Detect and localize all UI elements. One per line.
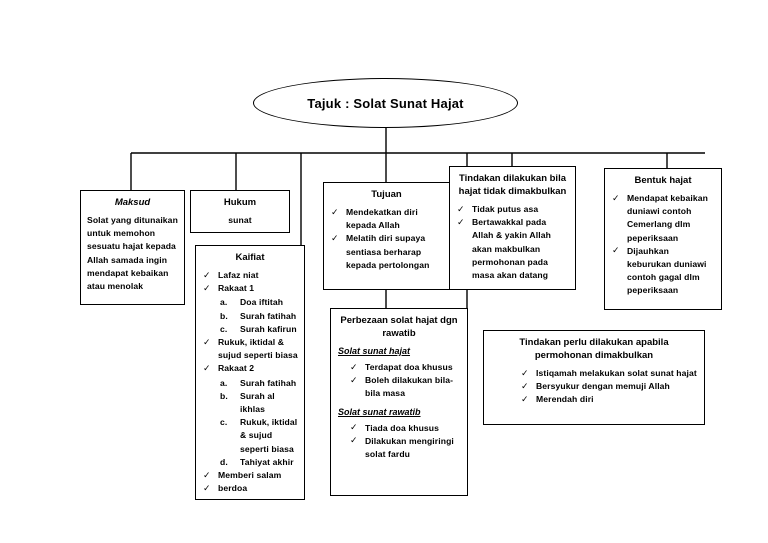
sub-item-marker: a. bbox=[220, 377, 228, 388]
sub-item-marker: d. bbox=[220, 456, 228, 467]
list-item-label: Tiada doa khusus bbox=[365, 422, 440, 433]
list-item-label: Bertawakkal pada Allah & yakin Allah aka… bbox=[472, 217, 551, 281]
node-body: Solat yang ditunaikan untuk memohon sesu… bbox=[87, 215, 178, 292]
list-item: Mendekatkan diri kepada Allah bbox=[330, 205, 443, 232]
list-item-label: berdoa bbox=[218, 483, 248, 494]
list-item: Istiqamah melakukan solat sunat hajat bbox=[520, 366, 698, 380]
node-tindakan-tidak-dimakbulkan[interactable]: Tindakan dilakukan bila hajat tidak dima… bbox=[449, 166, 576, 290]
list-item: berdoa bbox=[202, 482, 298, 495]
list-item: Rakaat 1 a. Doa iftitah b. Surah fatihah c… bbox=[202, 282, 298, 336]
list-item: Lafaz niat bbox=[202, 268, 298, 282]
list-item-label: Melatih diri supaya sentiasa berharap ke… bbox=[346, 233, 430, 270]
list-item-label: Rakaat 1 bbox=[218, 283, 255, 294]
list-item-label: Boleh dilakukan bila-bila masa bbox=[365, 375, 454, 399]
list-item: Tidak putus asa bbox=[456, 202, 569, 216]
node-tujuan[interactable]: Tujuan Mendekatkan diri kepada Allah Mel… bbox=[323, 182, 450, 290]
kaifiat-list: Lafaz niat Rakaat 1 a. Doa iftitah b. Sura… bbox=[202, 268, 298, 495]
tindakan-tidak-list: Tidak putus asa Bertawakkal pada Allah &… bbox=[456, 202, 569, 282]
node-body: sunat bbox=[228, 215, 252, 225]
list-item-label: Merendah diri bbox=[536, 394, 594, 405]
node-hukum[interactable]: Hukum sunat bbox=[190, 190, 290, 233]
sub-item-label: Surah kafirun bbox=[240, 323, 297, 334]
sub-item-label: Rukuk, iktidal & sujud seperti biasa bbox=[240, 417, 298, 454]
list-item: Dilakukan mengiringi solat fardu bbox=[349, 434, 461, 461]
sub-item-marker: c. bbox=[220, 323, 228, 334]
bentuk-hajat-list: Mendapat kebaikan duniawi contoh Cemerla… bbox=[611, 192, 715, 298]
list-item: Rakaat 2 a. Surah fatihah b. Surah al ikhl… bbox=[202, 362, 298, 469]
node-title: Kaifiat bbox=[235, 252, 265, 263]
sub-list-item: a. Surah fatihah bbox=[218, 377, 298, 390]
list-item: Boleh dilakukan bila-bila masa bbox=[349, 374, 461, 400]
list-item: Dijauhkan keburukan duniawi contoh gagal… bbox=[611, 244, 715, 298]
sub-list-item: d. Tahiyat akhir bbox=[218, 456, 298, 469]
tujuan-list: Mendekatkan diri kepada Allah Melatih di… bbox=[330, 205, 443, 272]
list-item-label: Rakaat 2 bbox=[218, 363, 255, 374]
node-tindakan-perlu-dimakbulkan[interactable]: Tindakan perlu dilakukan apabila permoho… bbox=[483, 330, 705, 425]
node-title: Tindakan dilakukan bila hajat tidak dima… bbox=[458, 173, 567, 197]
node-title: Tujuan bbox=[371, 189, 402, 200]
sub-list-item: a. Doa iftitah bbox=[218, 296, 298, 309]
sub-item-marker: b. bbox=[220, 390, 228, 401]
list-item-label: Rukuk, iktidal & sujud seperti biasa bbox=[218, 337, 298, 361]
node-title: Maksud bbox=[114, 197, 151, 208]
list-item-label: Terdapat doa khusus bbox=[365, 362, 453, 372]
sub-item-label: Doa iftitah bbox=[240, 297, 284, 308]
sub-list: a. Surah fatihah b. Surah al ikhlas c. Ruku… bbox=[218, 377, 298, 469]
sub-list-item: c. Rukuk, iktidal & sujud seperti biasa bbox=[218, 416, 298, 456]
list-item-label: Dilakukan mengiringi solat fardu bbox=[365, 435, 454, 460]
sub-item-marker: c. bbox=[220, 417, 228, 428]
node-title: Bentuk hajat bbox=[634, 175, 692, 186]
sub-item-marker: a. bbox=[220, 297, 228, 308]
section-heading: Solat sunat hajat bbox=[338, 346, 411, 356]
list-item-label: Mendekatkan diri kepada Allah bbox=[346, 207, 418, 231]
perbezaan-hajat-list: Terdapat doa khusus Boleh dilakukan bila… bbox=[349, 360, 461, 401]
node-perbezaan[interactable]: Perbezaan solat hajat dgn rawatib Solat … bbox=[330, 308, 468, 496]
list-item-label: Memberi salam bbox=[218, 470, 282, 481]
node-title: Perbezaan solat hajat dgn rawatib bbox=[340, 315, 458, 339]
list-item: Terdapat doa khusus bbox=[349, 360, 461, 374]
root-node[interactable]: Tajuk : Solat Sunat Hajat bbox=[253, 78, 518, 128]
list-item: Memberi salam bbox=[202, 469, 298, 482]
list-item: Merendah diri bbox=[520, 393, 698, 406]
sub-item-marker: b. bbox=[220, 310, 228, 321]
tindakan-perlu-list: Istiqamah melakukan solat sunat hajat Be… bbox=[520, 366, 698, 407]
root-label: Tajuk : Solat Sunat Hajat bbox=[307, 95, 464, 111]
sub-list-item: b. Surah fatihah bbox=[218, 310, 298, 323]
list-item-label: Dijauhkan keburukan duniawi contoh gagal… bbox=[627, 245, 707, 296]
sub-item-label: Surah fatihah bbox=[240, 310, 297, 321]
node-maksud[interactable]: Maksud Solat yang ditunaikan untuk memoh… bbox=[80, 190, 185, 305]
sub-item-label: Surah al ikhlas bbox=[240, 390, 275, 415]
list-item-label: Tidak putus asa bbox=[472, 204, 539, 214]
list-item: Bersyukur dengan memuji Allah bbox=[520, 380, 698, 393]
list-item: Bertawakkal pada Allah & yakin Allah aka… bbox=[456, 216, 569, 282]
perbezaan-rawatib-list: Tiada doa khusus Dilakukan mengiringi so… bbox=[349, 421, 461, 462]
list-item-label: Lafaz niat bbox=[218, 270, 259, 280]
list-item-label: Mendapat kebaikan duniawi contoh Cemerla… bbox=[627, 193, 708, 243]
node-kaifiat[interactable]: Kaifiat Lafaz niat Rakaat 1 a. Doa iftita… bbox=[195, 245, 305, 500]
list-item-label: Istiqamah melakukan solat sunat hajat bbox=[536, 368, 697, 378]
list-item: Melatih diri supaya sentiasa berharap ke… bbox=[330, 232, 443, 272]
node-bentuk-hajat[interactable]: Bentuk hajat Mendapat kebaikan duniawi c… bbox=[604, 168, 722, 310]
sub-item-label: Surah fatihah bbox=[240, 377, 297, 388]
list-item: Mendapat kebaikan duniawi contoh Cemerla… bbox=[611, 192, 715, 245]
list-item-label: Bersyukur dengan memuji Allah bbox=[536, 381, 670, 392]
sub-list-item: c. Surah kafirun bbox=[218, 323, 298, 336]
node-title: Hukum bbox=[223, 197, 257, 208]
sub-list: a. Doa iftitah b. Surah fatihah c. Surah ka… bbox=[218, 296, 298, 336]
list-item: Tiada doa khusus bbox=[349, 421, 461, 435]
sub-list-item: b. Surah al ikhlas bbox=[218, 390, 298, 416]
node-title: Tindakan perlu dilakukan apabila permoho… bbox=[519, 337, 669, 361]
list-item: Rukuk, iktidal & sujud seperti biasa bbox=[202, 336, 298, 362]
sub-item-label: Tahiyat akhir bbox=[240, 456, 294, 467]
section-heading: Solat sunat rawatib bbox=[338, 406, 421, 417]
